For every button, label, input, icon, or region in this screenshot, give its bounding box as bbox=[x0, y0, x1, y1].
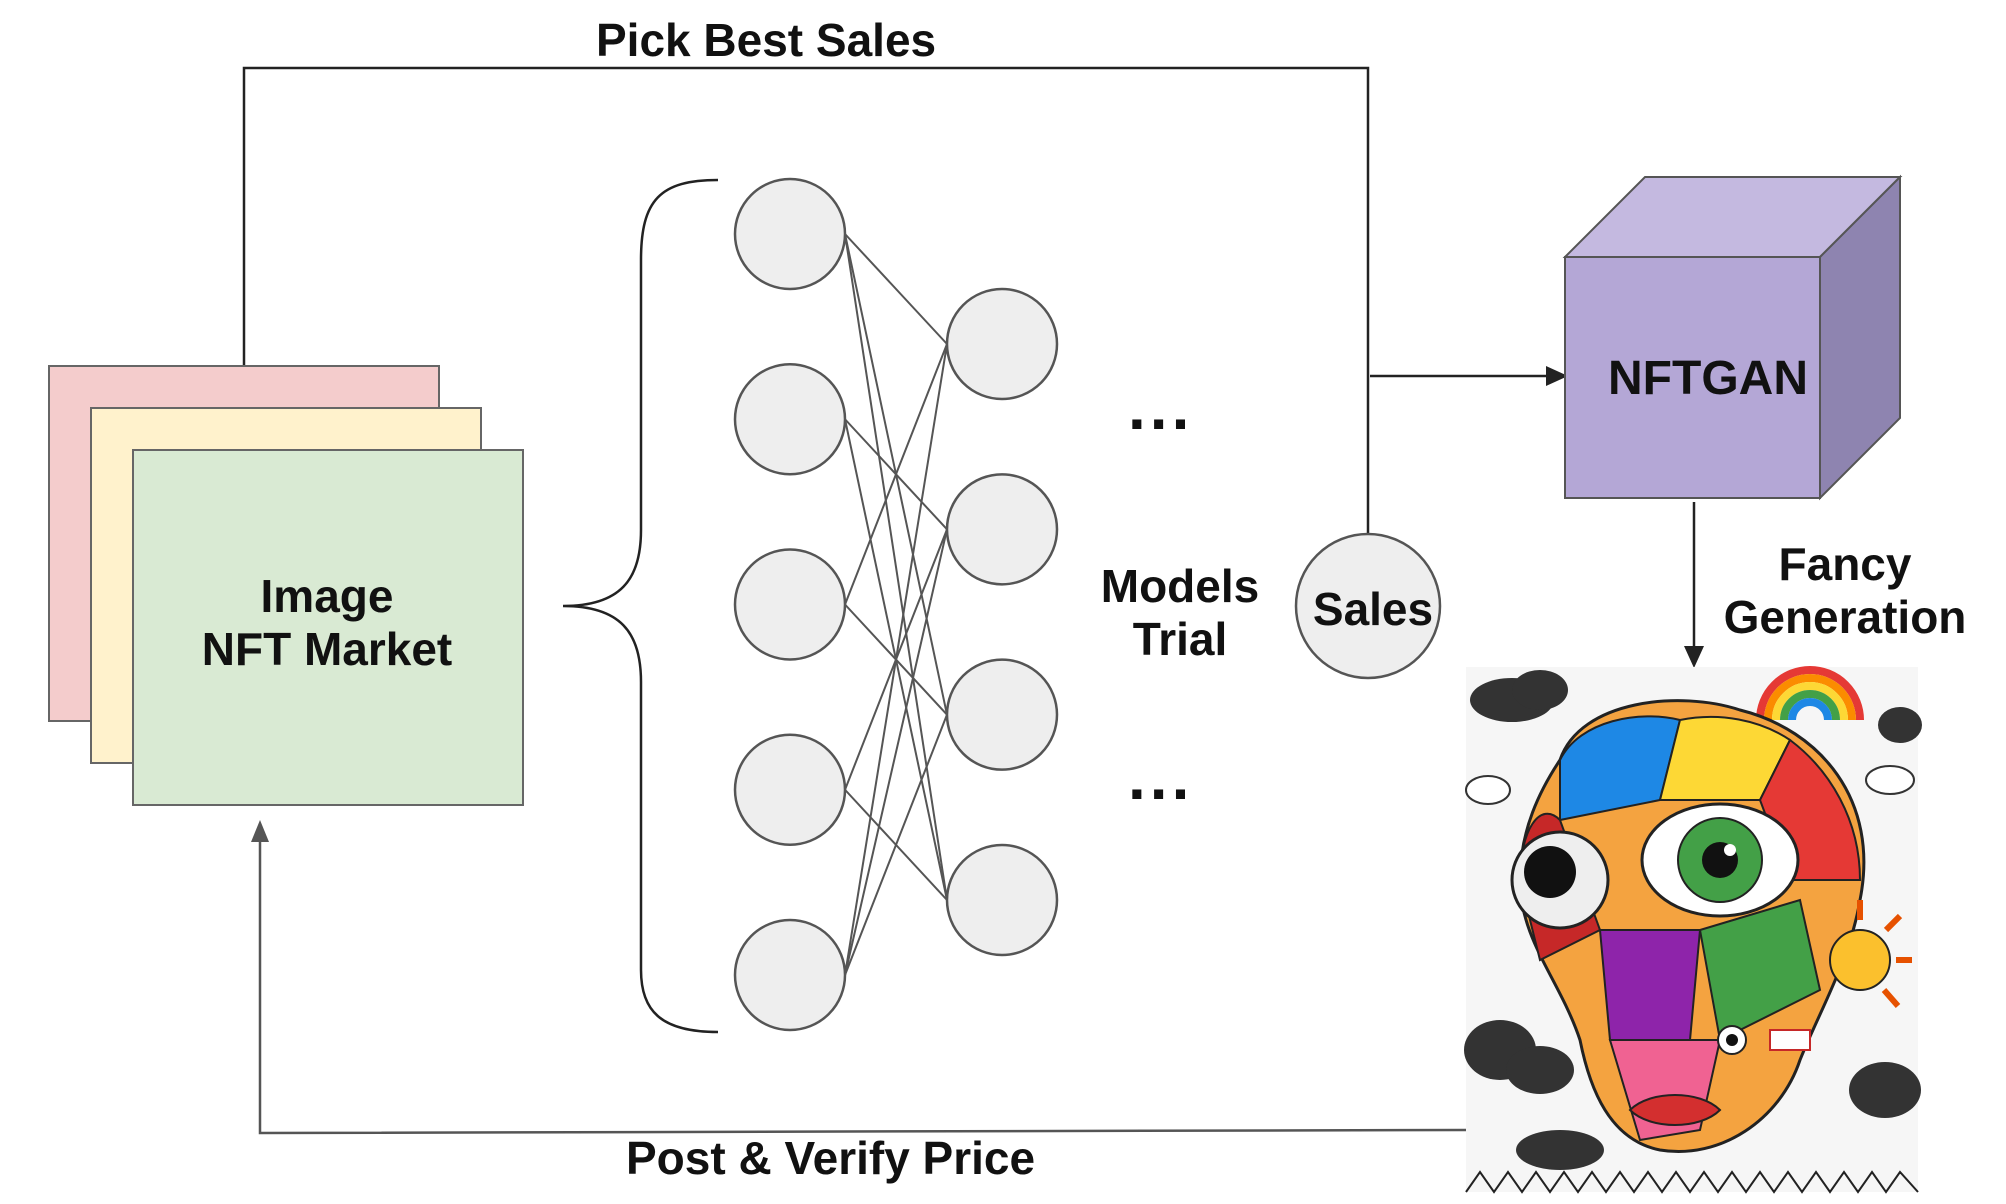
post-verify-price-label: Post & Verify Price bbox=[626, 1132, 1036, 1184]
layer1-node-1 bbox=[733, 177, 847, 291]
layer2-node-4 bbox=[945, 843, 1059, 957]
layer1-node-2 bbox=[733, 363, 847, 476]
network-edge bbox=[844, 233, 948, 345]
market-card-green bbox=[132, 449, 524, 806]
network-edge bbox=[844, 343, 948, 605]
layer2-node-3 bbox=[945, 658, 1059, 771]
market-label-line1: Image bbox=[260, 570, 394, 622]
models-trial-label: Models Trial bbox=[1080, 560, 1280, 666]
fancy-label-line1: Fancy bbox=[1778, 538, 1912, 590]
nftgan-label: NFTGAN bbox=[1608, 352, 1808, 405]
ellipsis-bottom: ... bbox=[1128, 741, 1194, 813]
generated-artwork-image bbox=[1464, 666, 1922, 1194]
market-label-line2: NFT Market bbox=[201, 622, 453, 675]
fancy-label-line2: Generation bbox=[1723, 590, 1967, 643]
models-label-line1: Models bbox=[1100, 560, 1260, 612]
network-edge bbox=[844, 343, 948, 976]
arrowhead-artwork bbox=[1684, 646, 1704, 668]
pick-best-sales-label: Pick Best Sales bbox=[596, 14, 937, 66]
layer1-node-5 bbox=[733, 918, 847, 1032]
arrowhead-nftgan bbox=[1546, 366, 1568, 386]
image-nft-market-label: Image NFT Market bbox=[132, 570, 522, 676]
nftgan-cube-front bbox=[1564, 256, 1821, 499]
layer2-node-2 bbox=[945, 473, 1059, 586]
models-brace bbox=[562, 178, 719, 1034]
pick-best-sales-line bbox=[242, 66, 1370, 535]
sales-label: Sales bbox=[1312, 583, 1434, 635]
sales-node bbox=[1294, 532, 1442, 680]
arrowhead-market bbox=[251, 820, 269, 842]
post-verify-price-line bbox=[258, 840, 1467, 1135]
models-label-line2: Trial bbox=[1132, 612, 1228, 665]
network-edge bbox=[844, 233, 948, 901]
network-edge bbox=[844, 714, 948, 976]
ellipsis-top: ... bbox=[1128, 371, 1194, 443]
layer2-node-1 bbox=[945, 287, 1059, 401]
network-nodes bbox=[733, 177, 1059, 1032]
fancy-generation-label: Fancy Generation bbox=[1700, 538, 1990, 644]
network-edges bbox=[844, 233, 948, 976]
network-edge bbox=[844, 529, 948, 976]
layer1-node-3 bbox=[733, 548, 847, 661]
layer1-node-4 bbox=[733, 733, 847, 846]
